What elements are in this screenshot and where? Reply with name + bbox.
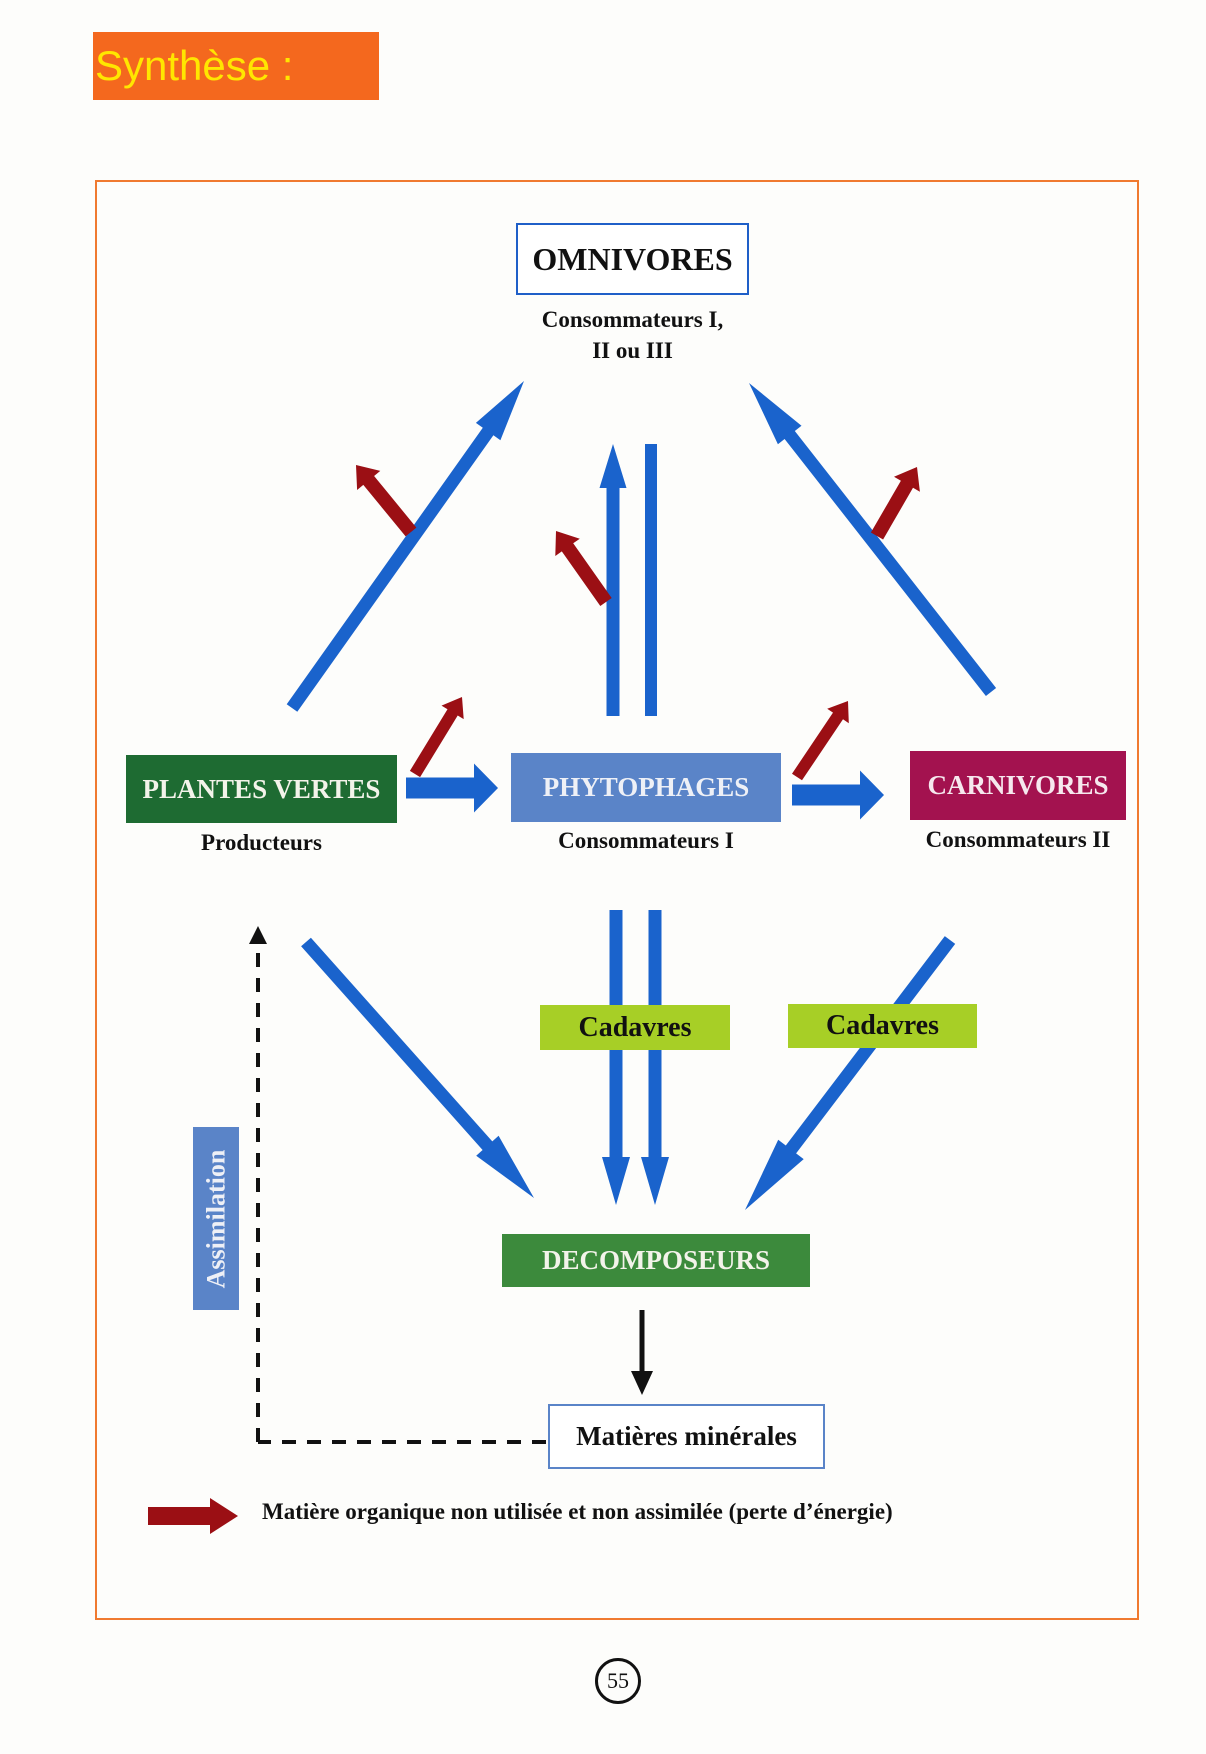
arrow-carnivores-to-omnivores: [749, 383, 997, 696]
node-cadavres-1-label: Cadavres: [578, 1011, 692, 1043]
arrow-plantes-to-omnivores: [286, 381, 524, 712]
node-assimilation: Assimilation: [193, 1127, 239, 1310]
node-plantes-vertes: PLANTES VERTES: [126, 755, 397, 823]
node-carnivores-label: CARNIVORES: [927, 770, 1109, 800]
arrow-phytophages-cadavres-1: [602, 910, 630, 1205]
node-carnivores: CARNIVORES: [910, 751, 1126, 820]
arrow-phytophages-to-omnivores: [599, 444, 627, 716]
node-phytophages-subtitle: Consommateurs I: [558, 828, 734, 853]
title-banner: Synthèse :: [93, 32, 379, 100]
node-carnivores-subtitle: Consommateurs II: [925, 827, 1111, 852]
node-matieres-minerales-label: Matières minérales: [576, 1421, 797, 1451]
node-omnivores: OMNIVORES: [516, 223, 749, 295]
arrow-phytophages-to-carnivores: [792, 770, 884, 820]
node-plantes-vertes-subtitle: Producteurs: [201, 830, 322, 855]
energy-loss-arrow-1: [356, 465, 417, 537]
page-title: Synthèse :: [95, 42, 294, 89]
node-cadavres-2: Cadavres: [788, 1004, 977, 1048]
arrow-phytophages-cadavres-2: [641, 910, 669, 1205]
diagram-frame: [95, 180, 1139, 1620]
node-omnivores-label: OMNIVORES: [532, 240, 733, 277]
node-phytophages-label: PHYTOPHAGES: [542, 772, 750, 802]
page-number: 55: [595, 1658, 641, 1704]
energy-loss-arrow-4: [409, 697, 464, 778]
arrow-carnivores-to-decomposeurs: [745, 936, 956, 1210]
node-plantes-vertes-label: PLANTES VERTES: [142, 773, 381, 804]
omnivores-subtitle-line2: II ou III: [592, 338, 673, 363]
page-number-text: 55: [607, 1668, 629, 1693]
omnivores-subtitle-line1: Consommateurs I,: [541, 307, 724, 332]
node-matieres-minerales: Matières minérales: [548, 1404, 825, 1469]
node-decomposeurs-label: DECOMPOSEURS: [541, 1245, 771, 1275]
arrow-decomposeurs-to-minerales: [631, 1310, 653, 1395]
node-phytophages: PHYTOPHAGES: [511, 753, 781, 822]
node-decomposeurs: DECOMPOSEURS: [502, 1234, 810, 1287]
arrow-plantes-to-phytophages: [406, 763, 498, 813]
energy-loss-arrow-3: [870, 467, 920, 540]
legend-text: Matière organique non utilisée et non as…: [262, 1499, 893, 1524]
node-omnivores-subtitle: Consommateurs I, II ou III: [516, 304, 749, 366]
node-assimilation-label: Assimilation: [201, 1149, 230, 1288]
line-omnivores-phytophages: [645, 444, 657, 716]
arrow-plantes-to-decomposeurs: [301, 937, 534, 1198]
energy-loss-arrow-5: [792, 701, 849, 781]
dashed-arrow-head-icon: [249, 926, 267, 944]
node-cadavres-1: Cadavres: [540, 1005, 730, 1050]
energy-loss-arrow-2: [555, 531, 612, 606]
legend-red-arrow-icon: [148, 1498, 238, 1534]
node-cadavres-2-label: Cadavres: [825, 1010, 940, 1041]
